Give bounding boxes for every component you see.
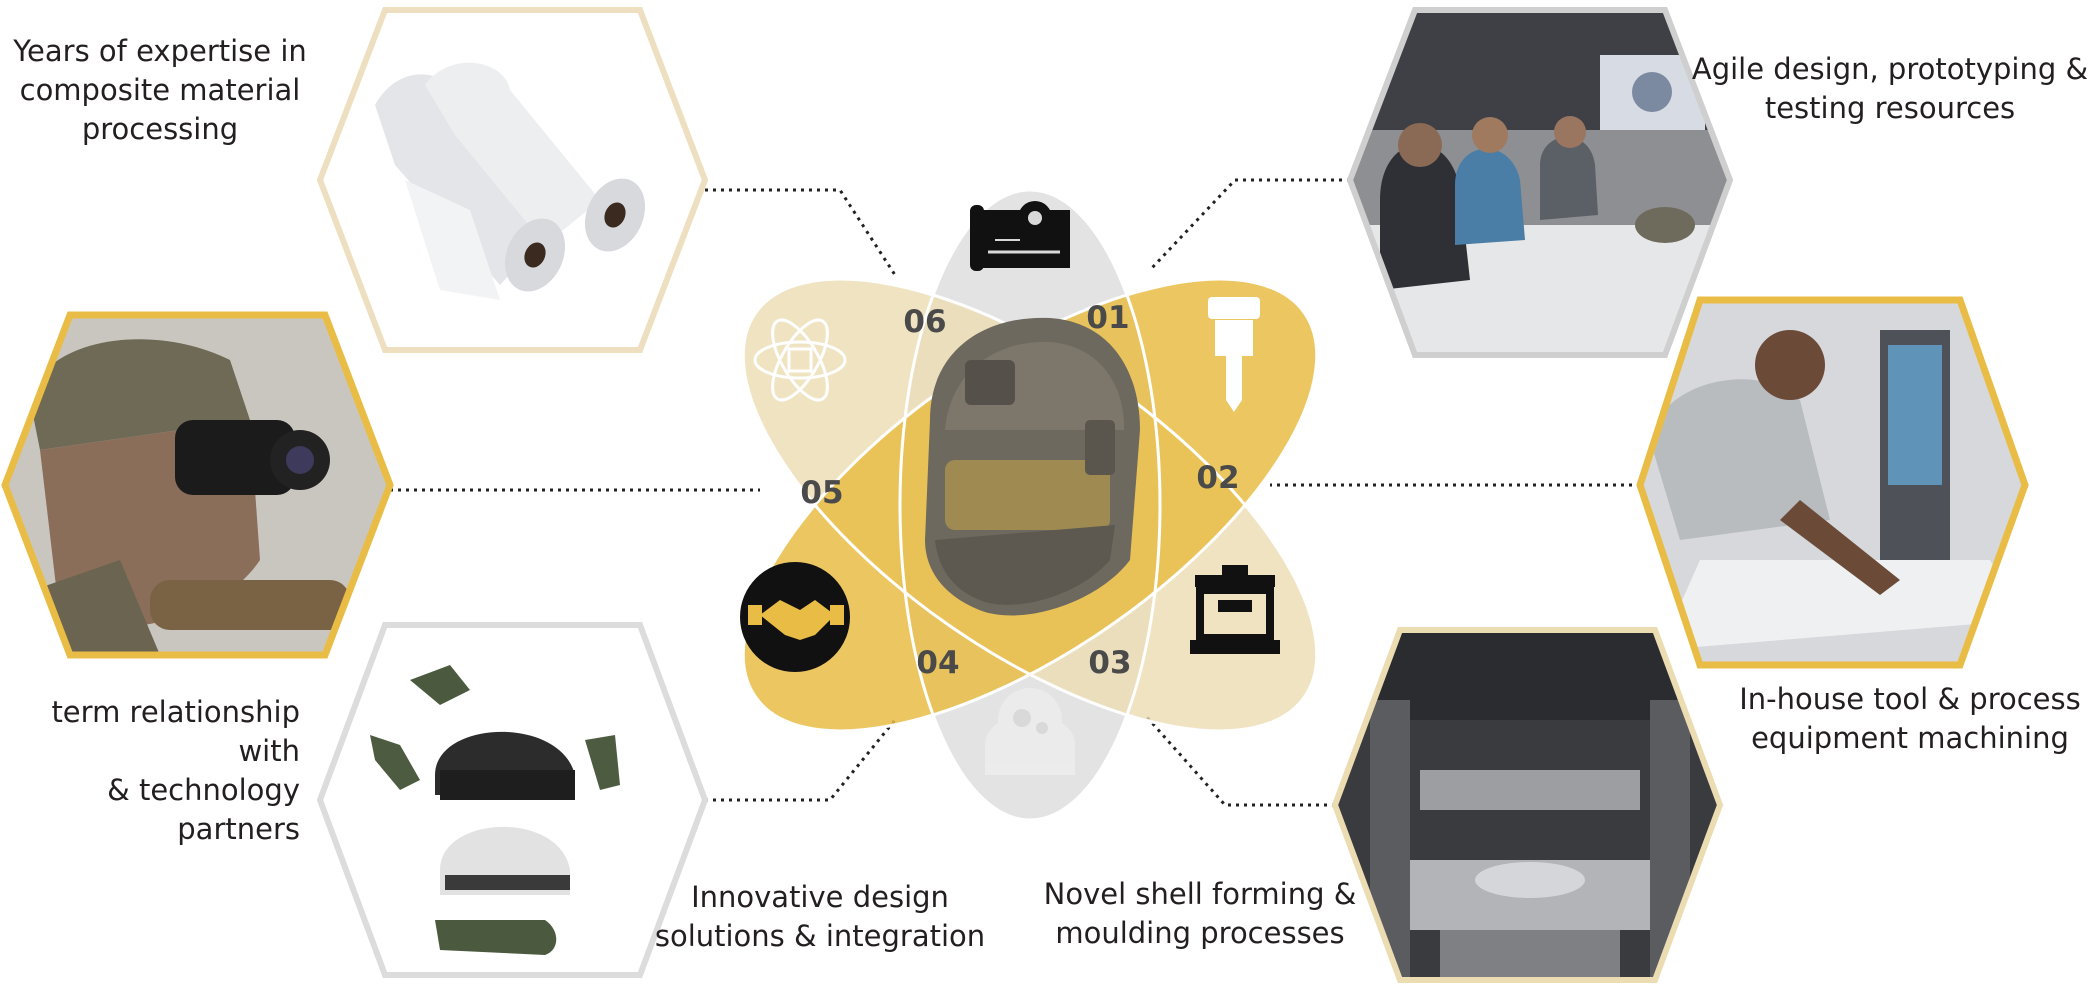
caption-04: Innovative design solutions & integratio…	[654, 880, 986, 953]
soldier-image	[5, 315, 390, 655]
film-rolls-image	[375, 62, 646, 300]
number-03: 03	[1088, 645, 1131, 681]
spanner-tool-icon	[1208, 297, 1260, 412]
caption-03: Novel shell forming & moulding processes	[1043, 877, 1357, 950]
connector-lines	[390, 178, 1640, 807]
helmet-image	[925, 317, 1140, 616]
number-02: 02	[1196, 460, 1239, 496]
number-01: 01	[1086, 300, 1129, 336]
blueprint-gear-icon	[970, 201, 1070, 271]
number-04: 04	[916, 645, 959, 681]
atom-cube-icon	[753, 318, 847, 402]
caption-02: In-house tool & process equipment machin…	[1739, 682, 2081, 755]
machinist-image	[1650, 330, 2025, 650]
meeting-room-image	[1350, 10, 1730, 355]
hydraulic-press-icon	[1190, 565, 1280, 654]
caption-05: term relationship with & technology part…	[51, 695, 300, 846]
hexagon-meeting-room	[1346, 6, 1734, 358]
hexagon-helmet-parts	[316, 622, 709, 978]
helmet-parts-image	[370, 665, 620, 955]
connector-04	[705, 719, 897, 802]
hexagon-soldier	[1, 311, 394, 659]
caption-06: Years of expertise in composite material…	[13, 34, 307, 146]
ellipse-outline-c	[898, 188, 1162, 822]
number-06: 06	[903, 304, 946, 340]
brain-gear-icon	[985, 688, 1075, 775]
hexagon-machinist	[1636, 296, 2029, 669]
caption-01: Agile design, prototyping & testing reso…	[1691, 52, 2089, 125]
hexagon-film-rolls	[316, 6, 709, 353]
press-image	[1335, 630, 1720, 980]
hexagon-press	[1331, 627, 1724, 983]
handshake-icon	[740, 562, 850, 672]
number-05: 05	[800, 475, 843, 511]
connector-01	[1148, 178, 1350, 272]
connector-06	[705, 188, 897, 276]
